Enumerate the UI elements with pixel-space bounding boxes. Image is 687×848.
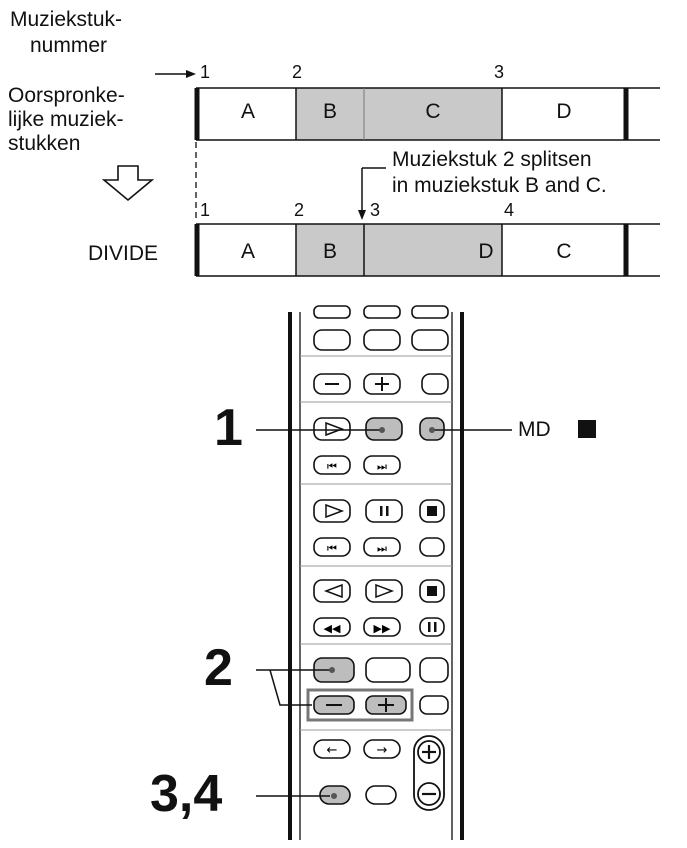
divide-segment-d: D bbox=[478, 240, 494, 263]
original-label-line2: lijke muziek- bbox=[8, 108, 124, 131]
pause-icon bbox=[380, 506, 383, 516]
divide-label: DIVIDE bbox=[88, 242, 159, 265]
divide-segment-c: C bbox=[556, 240, 572, 263]
original-track-bar bbox=[194, 87, 660, 141]
original-label-line3: stukken bbox=[8, 132, 81, 155]
svg-text:←: ← bbox=[327, 743, 338, 758]
md-next-button bbox=[363, 455, 401, 475]
divide-track-number-3: 3 bbox=[370, 200, 381, 220]
step-1-label: 1 bbox=[214, 399, 243, 457]
svg-text:⏮: ⏮ bbox=[327, 542, 337, 555]
md-play-button bbox=[313, 417, 351, 441]
play-icon bbox=[325, 503, 345, 519]
track-number-2: 2 bbox=[292, 62, 303, 82]
hollow-down-arrow-icon bbox=[101, 165, 155, 202]
divide-track-number-4: 4 bbox=[504, 200, 515, 220]
original-label-line1: Oorspronke- bbox=[8, 84, 125, 107]
segment-c-shade bbox=[364, 88, 502, 140]
segment-a: A bbox=[240, 100, 255, 123]
pointer-arrowhead bbox=[186, 70, 196, 78]
play-icon bbox=[325, 421, 345, 437]
md-stop-label: MD bbox=[518, 418, 551, 441]
segment-d: D bbox=[556, 100, 572, 123]
fast-forward-icon: ▶▶ bbox=[374, 622, 391, 635]
md-prev-button bbox=[313, 455, 351, 475]
divide-segment-b-shade bbox=[296, 224, 364, 276]
step-3-4-label: 3,4 bbox=[150, 765, 223, 823]
track-number-label-line2: nummer bbox=[30, 34, 108, 57]
rewind-icon: ◀◀ bbox=[324, 622, 341, 635]
remote-control: ⏮ ⏭ ⏮ ⏭ ◀◀ ▶▶ bbox=[288, 305, 464, 840]
previous-track-icon: ⏮ bbox=[327, 460, 337, 473]
remote-button bbox=[411, 329, 449, 351]
track-number-label-line1: Muziekstuk- bbox=[10, 8, 123, 31]
divide-segment-b: B bbox=[322, 240, 337, 263]
divide-track-number-1: 1 bbox=[200, 200, 211, 220]
segment-b: B bbox=[322, 100, 337, 123]
svg-text:→: → bbox=[377, 743, 388, 758]
segment-b-shade bbox=[296, 88, 364, 140]
divide-pointer-arrowhead bbox=[358, 210, 366, 220]
divide-track-number-2: 2 bbox=[294, 200, 305, 220]
divide-note-line2: in muziekstuk B and C. bbox=[392, 174, 607, 197]
divide-segment-d-shade bbox=[364, 224, 502, 276]
step-2-label: 2 bbox=[204, 639, 233, 697]
stop-square-icon bbox=[427, 506, 437, 516]
svg-text:⏭: ⏭ bbox=[377, 542, 387, 555]
divide-note-line1: Muziekstuk 2 splitsen bbox=[392, 148, 592, 171]
stop-square-icon bbox=[578, 420, 596, 438]
next-track-icon: ⏭ bbox=[377, 460, 387, 473]
remote-button bbox=[313, 329, 351, 351]
remote-button bbox=[363, 329, 401, 351]
track-number-3: 3 bbox=[494, 62, 505, 82]
track-number-1: 1 bbox=[200, 62, 211, 82]
divide-track-bar bbox=[194, 223, 660, 277]
segment-c: C bbox=[425, 100, 441, 123]
divide-segment-a: A bbox=[240, 240, 255, 263]
